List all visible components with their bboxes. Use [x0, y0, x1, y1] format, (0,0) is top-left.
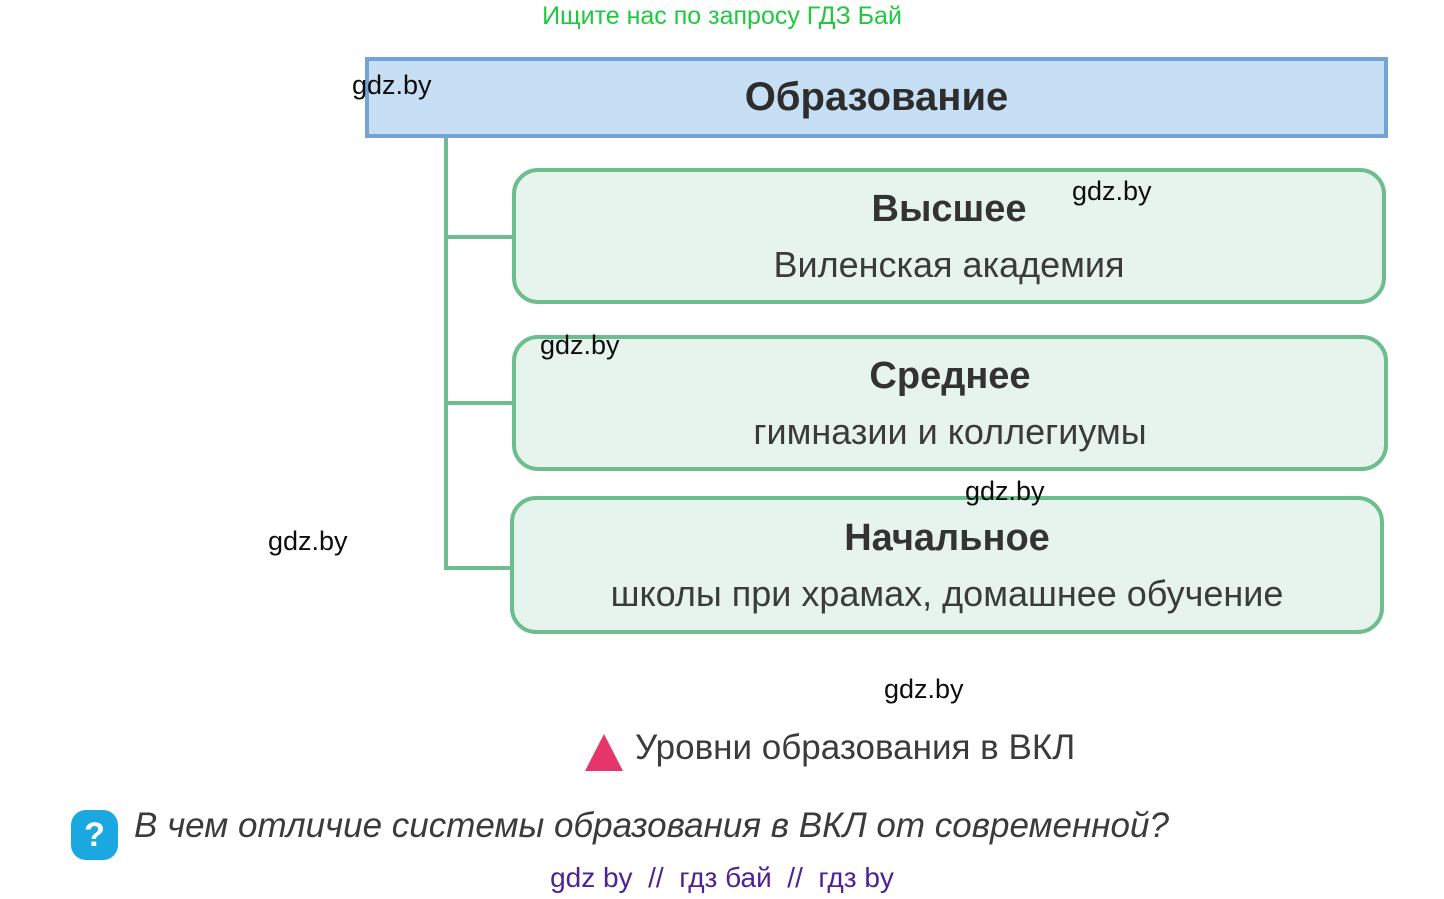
- watermark: gdz.by: [352, 70, 432, 100]
- connector-branch-higher: [444, 235, 512, 239]
- watermark: gdz.by: [884, 674, 964, 704]
- question-text: В чем отличие системы образования в ВКЛ …: [134, 806, 1169, 845]
- root-node-title: Образование: [744, 75, 1009, 119]
- watermark: gdz.by: [1072, 176, 1152, 206]
- question-mark-icon: ?: [71, 810, 118, 860]
- watermark: gdz.by: [540, 330, 620, 360]
- node-subtitle: Виленская академия: [773, 244, 1125, 285]
- node-subtitle: школы при храмах, домашнее обучение: [610, 573, 1284, 614]
- root-node-education: Образование: [365, 57, 1388, 138]
- promo-banner: Ищите нас по запросу ГДЗ Бай: [542, 2, 902, 30]
- node-subtitle: гимназии и коллегиумы: [753, 411, 1147, 452]
- node-title: Начальное: [844, 517, 1050, 559]
- connector-trunk: [444, 138, 448, 570]
- figure-caption-text: Уровни образования в ВКЛ: [635, 728, 1076, 767]
- connector-branch-secondary: [444, 401, 512, 405]
- node-secondary-education: Среднее гимназии и коллегиумы: [512, 335, 1388, 471]
- connector-branch-primary: [444, 566, 512, 570]
- node-title: Среднее: [869, 355, 1031, 397]
- figure-caption: Уровни образования в ВКЛ: [585, 728, 1075, 771]
- watermark: gdz.by: [268, 526, 348, 556]
- triangle-marker-icon: [585, 734, 623, 771]
- watermark: gdz.by: [965, 476, 1045, 506]
- footer-keywords: gdz by // гдз бай // гдз by: [550, 862, 894, 893]
- node-title: Высшее: [871, 188, 1027, 230]
- node-higher-education: Высшее Виленская академия: [512, 168, 1386, 304]
- question-block: ? В чем отличие системы образования в ВК…: [71, 806, 1169, 860]
- node-primary-education: Начальное школы при храмах, домашнее обу…: [510, 496, 1384, 634]
